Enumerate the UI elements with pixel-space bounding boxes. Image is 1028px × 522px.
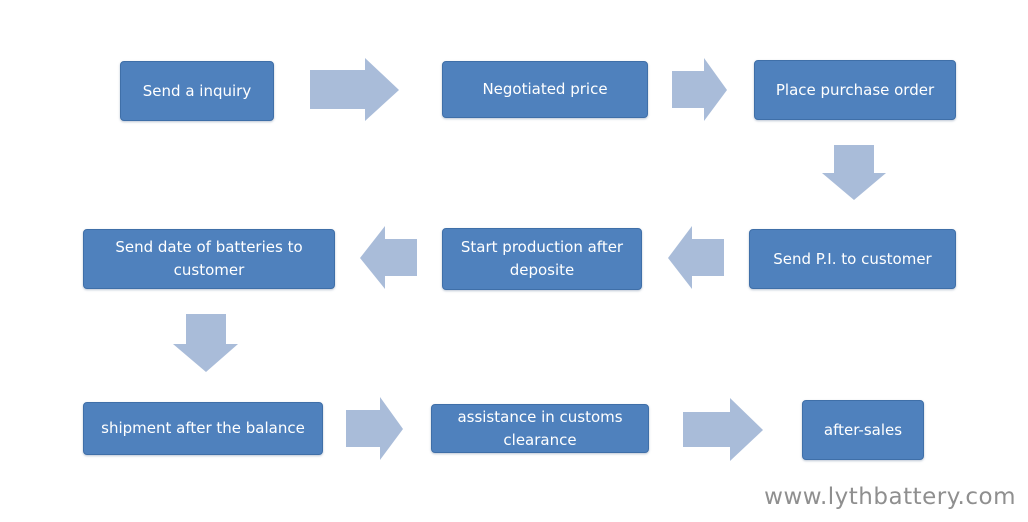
step-label: Send P.I. to customer — [773, 249, 932, 268]
step-send-pi: Send P.I. to customer — [749, 229, 956, 289]
step-label: Start production after deposite — [460, 238, 624, 279]
step-label: Place purchase order — [775, 80, 935, 99]
arrow-down — [173, 314, 238, 372]
step-shipment: shipment after the balance — [83, 402, 323, 455]
step-label: Negotiated price — [482, 80, 608, 98]
step-label: shipment after the balance — [101, 419, 305, 437]
arrow-right — [346, 397, 403, 460]
arrow-right — [683, 398, 763, 461]
arrow-left — [360, 226, 417, 289]
step-start-production: Start production after deposite — [442, 228, 642, 290]
arrow-right — [672, 58, 727, 121]
step-send-inquiry: Send a inquiry — [120, 61, 274, 121]
arrow-right — [310, 58, 399, 121]
step-place-purchase-order: Place purchase order — [754, 60, 956, 120]
step-customs-assistance: assistance in customs clearance — [431, 404, 649, 453]
step-label: Send a inquiry — [142, 81, 252, 100]
step-label: after-sales — [823, 420, 903, 439]
arrow-left — [668, 226, 724, 289]
step-negotiated-price: Negotiated price — [442, 61, 648, 118]
arrow-down — [822, 145, 886, 200]
step-send-battery-date: Send date of batteries to customer — [83, 229, 335, 289]
watermark: www.lythbattery.com — [764, 484, 1016, 510]
step-label: assistance in customs clearance — [457, 407, 623, 449]
step-after-sales: after-sales — [802, 400, 924, 460]
step-label: Send date of batteries to customer — [115, 238, 303, 279]
